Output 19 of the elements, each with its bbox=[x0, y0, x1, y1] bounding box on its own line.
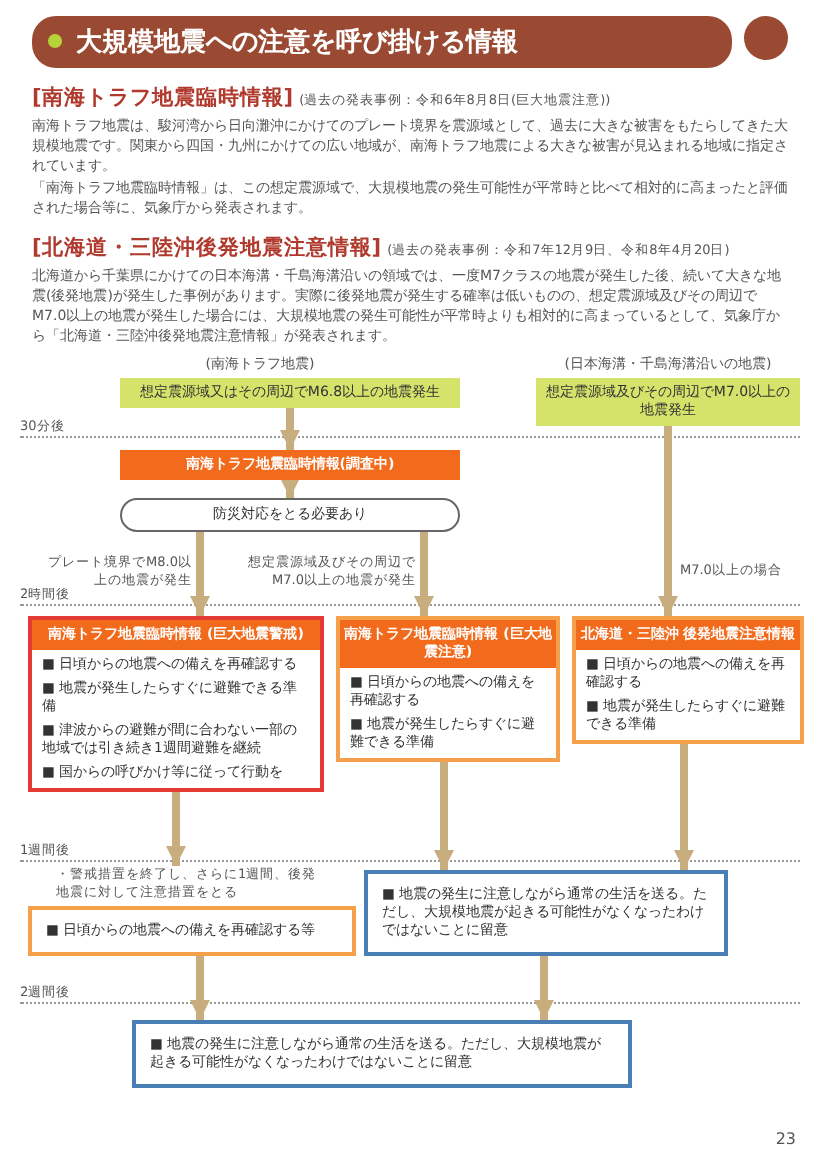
note-box bbox=[132, 1020, 632, 1088]
arrow bbox=[658, 426, 678, 616]
arrow bbox=[414, 532, 434, 616]
arrow bbox=[434, 762, 454, 870]
section-heading: [北海道・三陸沖後発地震注意情報] bbox=[32, 236, 382, 260]
section-heading: [南海トラフ地震臨時情報] bbox=[32, 86, 294, 110]
page-number: 23 bbox=[775, 1130, 796, 1148]
arrow bbox=[190, 956, 210, 1020]
info-card bbox=[572, 616, 804, 744]
arrow bbox=[280, 408, 300, 450]
arrow bbox=[190, 532, 210, 616]
note-box bbox=[364, 870, 728, 956]
arrow bbox=[534, 956, 554, 1020]
arrow bbox=[674, 744, 694, 870]
arrow bbox=[166, 792, 186, 866]
info-card bbox=[336, 616, 560, 762]
info-card bbox=[28, 616, 324, 792]
title-banner: 大規模地震への注意を呼び掛ける情報 bbox=[32, 16, 732, 68]
arrow bbox=[280, 478, 300, 498]
